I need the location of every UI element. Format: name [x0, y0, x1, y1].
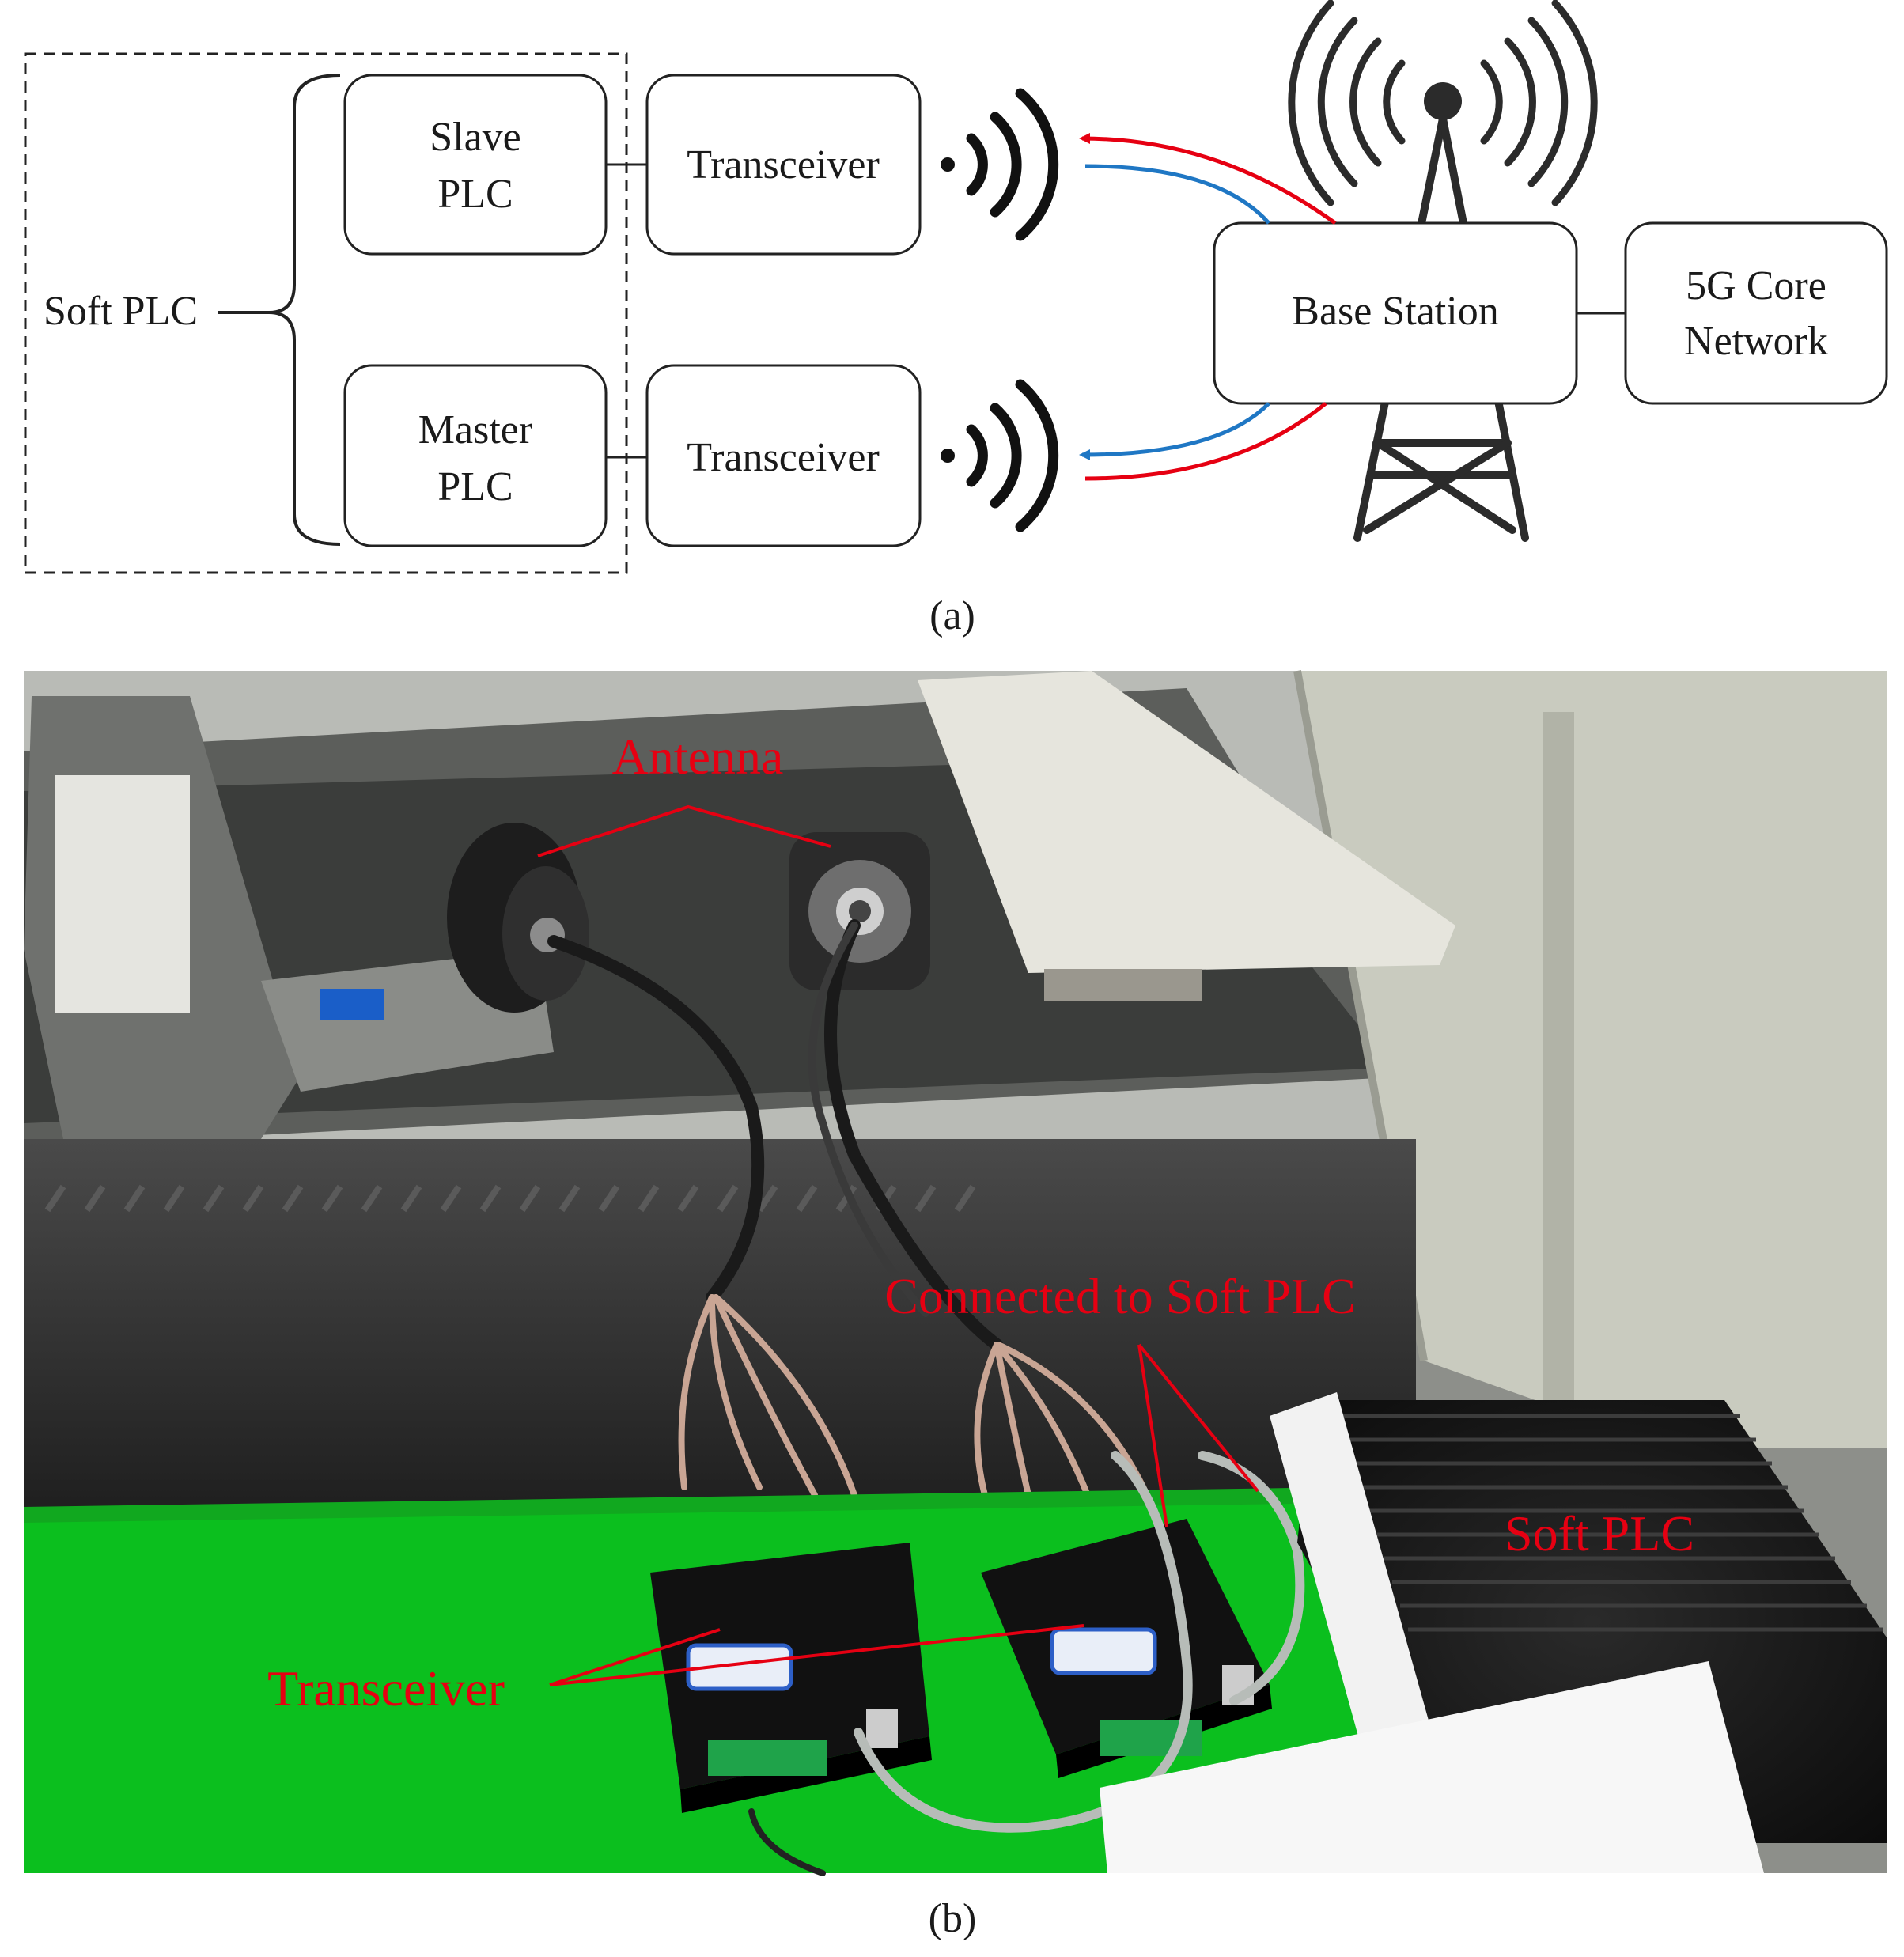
- coax-cables: [547, 919, 1003, 1351]
- cabinet-door: [1297, 671, 1887, 1448]
- transceiver-right-device: [981, 1519, 1272, 1778]
- label-soft-plc: Soft PLC: [1505, 1505, 1694, 1561]
- downlink-arrow-top: [1084, 164, 1270, 225]
- label-transceiver: Transceiver: [267, 1660, 505, 1717]
- caption-b: (b): [929, 1896, 977, 1941]
- transceiver-left-device: [650, 1543, 932, 1813]
- slave-plc-line1: Slave: [430, 115, 521, 160]
- downlink-arrow-bottom: [1079, 402, 1270, 460]
- soft-plc-boundary: [24, 52, 628, 574]
- transceiver-top-label: Transceiver: [687, 142, 880, 187]
- soft-plc-label: Soft PLC: [44, 289, 198, 334]
- paper-sheet: [1100, 1661, 1764, 1873]
- master-plc-box: [343, 364, 608, 547]
- network-diagram: Soft PLC Slave PLC Master PLC Transceive…: [24, 0, 1888, 638]
- transceiver-bottom-label: Transceiver: [687, 435, 880, 480]
- core-network-box: [1624, 221, 1888, 405]
- wireless-icon-bottom: [941, 379, 1059, 532]
- access-panel: [918, 671, 1455, 973]
- pigtail-cables: [678, 1294, 1150, 1498]
- uplink-arrow-bottom: [1084, 402, 1327, 481]
- wireless-icon-top: [941, 88, 1059, 241]
- slave-plc-box: [343, 74, 608, 256]
- core-network-line2: Network: [1684, 319, 1828, 364]
- soft-plc-brace: [268, 74, 341, 546]
- machine-front: [24, 1139, 1416, 1511]
- core-network-line1: 5G Core: [1686, 263, 1826, 309]
- transceiver-top-box: [645, 74, 922, 256]
- master-plc-line1: Master: [418, 407, 532, 452]
- antenna-right: [789, 832, 930, 990]
- tower-icon: [1288, 0, 1598, 542]
- transceiver-bottom-box: [645, 364, 922, 547]
- master-plc-line2: PLC: [437, 464, 513, 509]
- base-station-label: Base Station: [1292, 289, 1498, 334]
- label-connected-to-soft-plc: Connected to Soft PLC: [884, 1268, 1356, 1324]
- uplink-arrow-top: [1079, 133, 1337, 225]
- hardware-photo: Antenna Connected to Soft PLC Soft PLC T…: [24, 670, 1887, 1876]
- caption-a: (a): [929, 593, 975, 638]
- label-antenna: Antenna: [612, 729, 784, 785]
- slave-plc-line2: PLC: [437, 172, 513, 217]
- annotation-lines: [537, 804, 1259, 1686]
- antenna-left: [447, 823, 589, 1013]
